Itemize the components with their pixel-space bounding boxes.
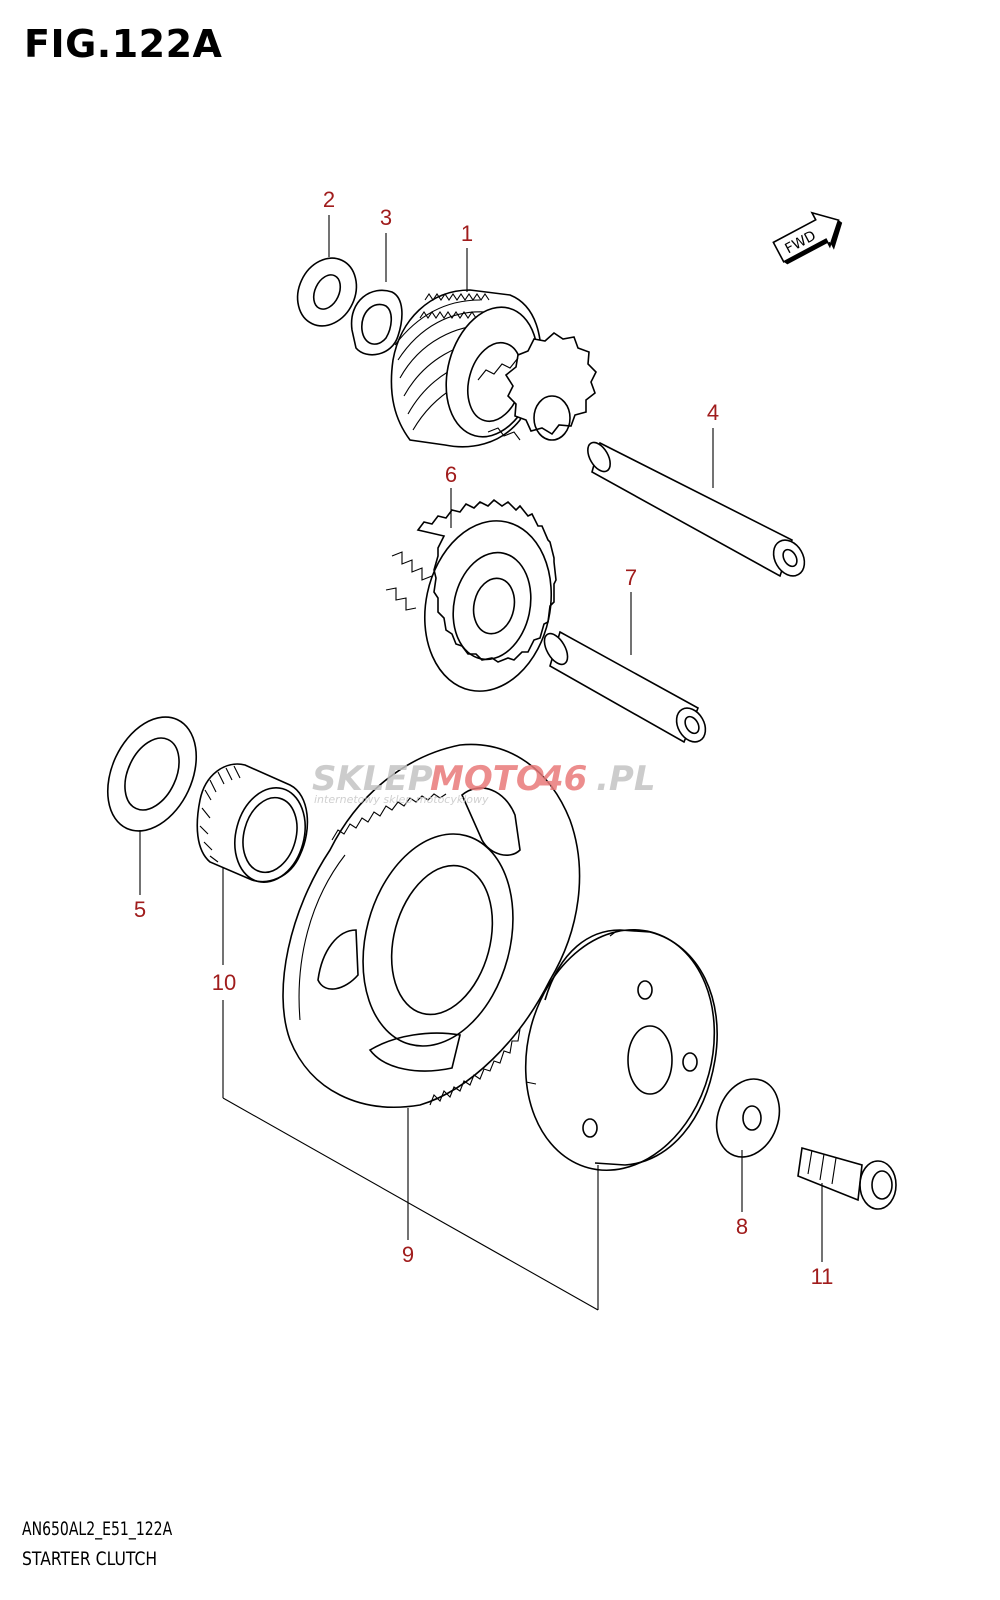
watermark-brand-second: MOTO xyxy=(430,759,545,799)
part-3-wave-washer xyxy=(350,289,403,356)
watermark-brand-suffix: .PL xyxy=(596,759,656,799)
forward-direction-arrow: FWD xyxy=(772,211,843,265)
watermark-tagline: internetowy sklep motocyklowy xyxy=(314,793,489,806)
figure-title: FIG.122A xyxy=(24,22,223,66)
callout-11: 11 xyxy=(811,1264,834,1289)
callout-4: 4 xyxy=(707,400,719,425)
callout-2: 2 xyxy=(323,187,335,212)
part-7-shaft xyxy=(543,630,707,744)
figure-code: AN650AL2_E51_122A xyxy=(22,1518,173,1540)
part-4-shaft xyxy=(587,441,806,578)
callout-10: 10 xyxy=(212,970,236,995)
part-10-needle-bearing xyxy=(196,763,309,883)
callout-3: 3 xyxy=(380,205,392,230)
part-5-washer xyxy=(106,716,198,832)
callout-8: 8 xyxy=(736,1214,748,1239)
part-9-clutch-body xyxy=(524,928,718,1172)
watermark: SKLEP MOTO 46 .PL internetowy sklep moto… xyxy=(312,759,656,806)
figure-name: STARTER CLUTCH xyxy=(22,1548,158,1570)
part-9-starter-driven-gear xyxy=(282,743,581,1108)
part-6-idle-gear xyxy=(385,498,557,692)
callout-1: 1 xyxy=(461,221,473,246)
callout-5: 5 xyxy=(134,897,146,922)
leader-lines xyxy=(139,215,823,1311)
callout-6: 6 xyxy=(445,462,457,487)
watermark-brand-first: SKLEP xyxy=(312,759,433,799)
callout-9: 9 xyxy=(402,1242,414,1267)
part-8-washer xyxy=(715,1078,781,1158)
part-11-bolt xyxy=(797,1146,897,1210)
part-2-washer xyxy=(296,257,358,327)
callout-numbers: 2 3 1 4 6 7 5 10 9 8 11 xyxy=(134,187,834,1289)
watermark-brand-number: 46 xyxy=(539,759,587,799)
part-1-starter-clutch-gear xyxy=(390,289,597,448)
callout-7: 7 xyxy=(625,565,637,590)
